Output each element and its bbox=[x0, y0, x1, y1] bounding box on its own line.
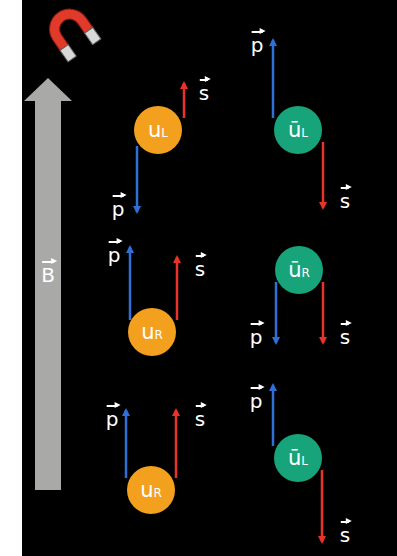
momentum-arrow bbox=[129, 247, 132, 320]
momentum-arrow bbox=[125, 410, 128, 478]
spin-arrow bbox=[321, 470, 324, 542]
momentum-label: p bbox=[108, 245, 121, 265]
spin-arrow bbox=[322, 282, 325, 343]
quark-circle: uL bbox=[134, 106, 182, 154]
momentum-label: p bbox=[106, 409, 119, 429]
momentum-label: p bbox=[108, 239, 121, 265]
black-background bbox=[22, 0, 397, 556]
spin-label: s bbox=[340, 191, 350, 211]
spin-label: s bbox=[340, 519, 350, 545]
particle-label: uR bbox=[141, 322, 163, 343]
momentum-arrow bbox=[275, 282, 278, 343]
momentum-label: p bbox=[250, 385, 263, 411]
quark-circle: ūL bbox=[274, 434, 322, 482]
particle-label: uL bbox=[148, 120, 168, 141]
momentum-label: p bbox=[106, 403, 119, 429]
particle-label: ūL bbox=[288, 120, 308, 141]
spin-label: s bbox=[199, 77, 209, 103]
spin-arrow bbox=[176, 257, 179, 320]
spin-arrow bbox=[322, 142, 325, 208]
spin-label: s bbox=[195, 409, 205, 429]
momentum-label: p bbox=[251, 35, 264, 55]
momentum-label: p bbox=[112, 193, 125, 219]
momentum-label: p bbox=[250, 327, 263, 347]
spin-label: s bbox=[340, 321, 350, 347]
quark-circle: ūR bbox=[275, 246, 323, 294]
spin-label: s bbox=[195, 403, 205, 429]
spin-label: s bbox=[340, 525, 350, 545]
particle-label: ūR bbox=[288, 260, 310, 281]
momentum-arrow bbox=[136, 146, 139, 212]
field-label: B bbox=[41, 265, 55, 285]
particle-label: uR bbox=[140, 480, 162, 501]
momentum-label: p bbox=[250, 321, 263, 347]
spin-arrow bbox=[175, 410, 178, 478]
quark-circle: uR bbox=[127, 466, 175, 514]
momentum-label: p bbox=[251, 29, 264, 55]
field-label: B bbox=[41, 259, 55, 285]
quark-circle: ūL bbox=[274, 106, 322, 154]
particle-label: ūL bbox=[288, 448, 308, 469]
spin-label: s bbox=[340, 185, 350, 211]
spin-label: s bbox=[199, 83, 209, 103]
momentum-arrow bbox=[272, 385, 275, 446]
field-arrow bbox=[24, 78, 72, 490]
spin-arrow bbox=[183, 83, 186, 118]
spin-label: s bbox=[340, 327, 350, 347]
quark-circle: uR bbox=[128, 308, 176, 356]
momentum-arrow bbox=[272, 40, 275, 118]
momentum-label: p bbox=[250, 391, 263, 411]
spin-label: s bbox=[195, 253, 205, 279]
spin-label: s bbox=[195, 259, 205, 279]
momentum-label: p bbox=[112, 199, 125, 219]
magnet-icon bbox=[42, 1, 101, 62]
